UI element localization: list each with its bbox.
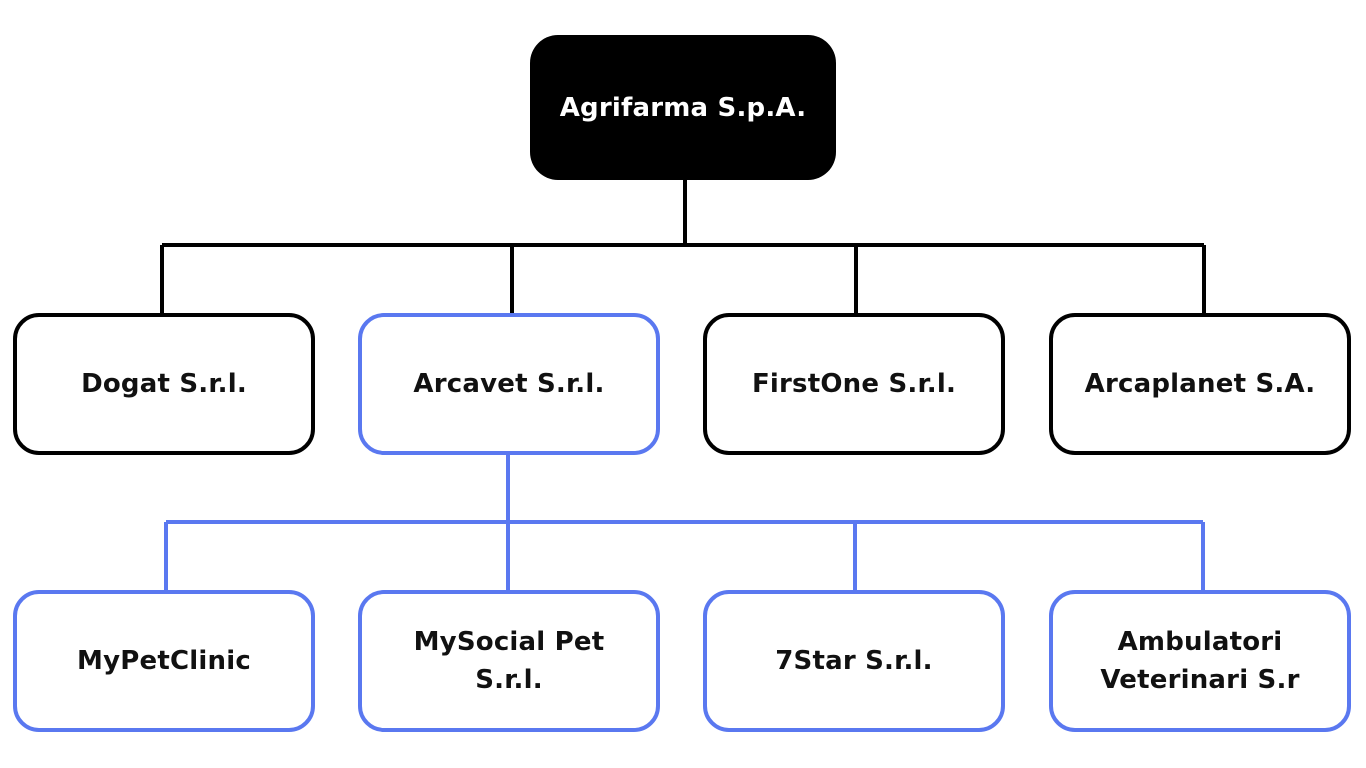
node-mysocialpet[interactable]: MySocial Pet S.r.l. xyxy=(358,590,660,732)
node-mypetclinic[interactable]: MyPetClinic xyxy=(13,590,315,732)
node-mypetclinic-label: MyPetClinic xyxy=(77,646,251,676)
node-ambulatori-label: Ambulatori Veterinari S.r xyxy=(1100,627,1300,695)
node-firstone-label: FirstOne S.r.l. xyxy=(751,369,957,399)
node-arcaplanet[interactable]: Arcaplanet S.A. xyxy=(1049,313,1351,455)
node-mysocialpet-label: MySocial Pet S.r.l. xyxy=(413,627,605,695)
node-dogat-label: Dogat S.r.l. xyxy=(81,369,247,399)
arcavet-connectors xyxy=(164,455,1205,590)
node-firstone[interactable]: FirstOne S.r.l. xyxy=(703,313,1005,455)
node-arcavet[interactable]: Arcavet S.r.l. xyxy=(358,313,660,455)
node-dogat[interactable]: Dogat S.r.l. xyxy=(13,313,315,455)
root-connectors xyxy=(160,180,1206,313)
node-7star-label: 7Star S.r.l. xyxy=(775,646,933,676)
node-arcavet-label: Arcavet S.r.l. xyxy=(413,369,605,399)
node-7star[interactable]: 7Star S.r.l. xyxy=(703,590,1005,732)
node-ambulatori[interactable]: Ambulatori Veterinari S.r xyxy=(1049,590,1351,732)
node-arcaplanet-label: Arcaplanet S.A. xyxy=(1084,369,1316,399)
root-node-label: Agrifarma S.p.A. xyxy=(559,92,807,123)
root-node[interactable]: Agrifarma S.p.A. xyxy=(530,35,836,180)
